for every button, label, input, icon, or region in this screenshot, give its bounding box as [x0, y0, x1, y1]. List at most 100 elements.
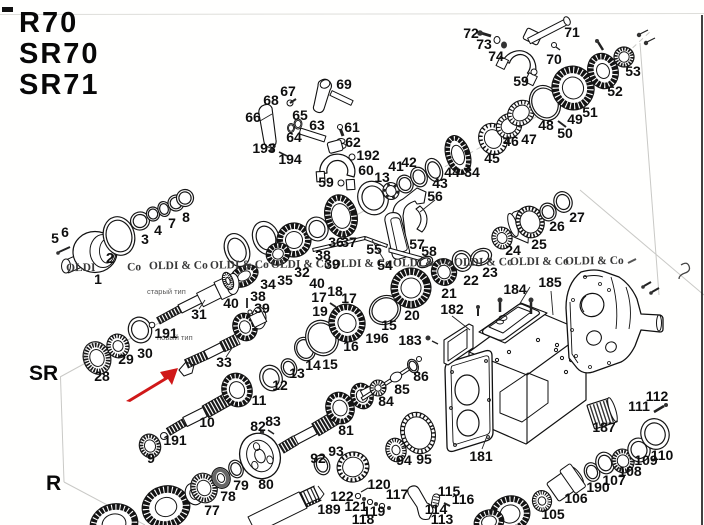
svg-text:118: 118 — [352, 511, 375, 525]
svg-text:19: 19 — [312, 303, 328, 319]
svg-text:4: 4 — [154, 222, 162, 238]
svg-text:42: 42 — [401, 154, 417, 170]
svg-text:OLDI & Co: OLDI & Co — [149, 260, 208, 273]
svg-text:21: 21 — [441, 285, 457, 301]
svg-text:120: 120 — [367, 476, 391, 492]
svg-text:94: 94 — [396, 452, 412, 468]
svg-text:79: 79 — [233, 477, 249, 493]
svg-text:28: 28 — [94, 368, 110, 384]
svg-text:49: 49 — [567, 111, 583, 127]
svg-text:Co: Co — [127, 261, 141, 273]
svg-text:24: 24 — [505, 242, 521, 258]
svg-text:26: 26 — [549, 218, 565, 234]
svg-text:41: 41 — [388, 158, 404, 174]
svg-text:106: 106 — [564, 490, 588, 506]
svg-text:37: 37 — [341, 234, 357, 250]
svg-text:66: 66 — [245, 109, 261, 125]
svg-text:78: 78 — [220, 488, 236, 504]
svg-text:191: 191 — [163, 432, 187, 448]
svg-text:84: 84 — [378, 393, 394, 409]
svg-text:OLDI & Co: OLDI & Co — [510, 256, 569, 269]
svg-text:2: 2 — [106, 250, 114, 267]
svg-text:107: 107 — [602, 472, 626, 488]
svg-text:48: 48 — [538, 117, 554, 133]
svg-text:189: 189 — [317, 501, 341, 517]
svg-text:95: 95 — [416, 451, 432, 467]
svg-text:OLDI & Co: OLDI & Co — [210, 259, 269, 272]
svg-text:62: 62 — [345, 134, 361, 150]
svg-text:36: 36 — [328, 234, 344, 250]
svg-text:122: 122 — [330, 488, 354, 504]
svg-text:OLDI & Co: OLDI & Co — [271, 258, 330, 271]
svg-text:23: 23 — [482, 264, 498, 280]
svg-text:67: 67 — [280, 83, 296, 99]
svg-text:17: 17 — [341, 290, 357, 306]
svg-text:11: 11 — [252, 392, 267, 408]
svg-text:54: 54 — [377, 257, 393, 273]
svg-text:OLDI & Co: OLDI & Co — [393, 257, 452, 270]
svg-text:OLDI & Co: OLDI & Co — [332, 258, 391, 271]
svg-text:86: 86 — [413, 368, 429, 384]
svg-text:190: 190 — [586, 479, 610, 495]
svg-text:новый тип: новый тип — [157, 333, 193, 342]
svg-text:16: 16 — [343, 338, 359, 354]
svg-text:38: 38 — [250, 288, 266, 304]
svg-text:113: 113 — [431, 511, 454, 525]
svg-text:1: 1 — [94, 271, 102, 287]
svg-text:70: 70 — [546, 51, 562, 67]
svg-text:5: 5 — [51, 230, 59, 246]
svg-text:73: 73 — [476, 36, 492, 52]
svg-text:185: 185 — [538, 274, 562, 290]
svg-text:15: 15 — [322, 356, 338, 372]
svg-text:93: 93 — [328, 443, 344, 459]
svg-text:старый тип: старый тип — [147, 287, 186, 296]
svg-text:187: 187 — [592, 419, 616, 435]
svg-text:112: 112 — [646, 388, 669, 404]
svg-text:45: 45 — [484, 150, 500, 166]
svg-text:39: 39 — [324, 256, 340, 272]
svg-text:65: 65 — [292, 107, 308, 123]
svg-text:60: 60 — [358, 162, 374, 178]
svg-text:69: 69 — [336, 76, 352, 92]
svg-text:27: 27 — [569, 209, 585, 225]
svg-text:121: 121 — [344, 498, 368, 514]
svg-text:55: 55 — [366, 241, 382, 257]
svg-text:53: 53 — [625, 63, 641, 79]
svg-text:10: 10 — [199, 414, 215, 430]
svg-text:9: 9 — [147, 450, 155, 466]
svg-text:25: 25 — [531, 236, 547, 252]
svg-text:20: 20 — [404, 307, 420, 323]
svg-text:83: 83 — [265, 413, 281, 429]
svg-text:3: 3 — [141, 231, 149, 247]
svg-text:109: 109 — [634, 452, 658, 468]
svg-text:12: 12 — [272, 377, 288, 393]
svg-text:92: 92 — [310, 450, 326, 466]
svg-text:SR71: SR71 — [19, 69, 100, 101]
svg-text:31: 31 — [191, 306, 207, 322]
svg-text:61: 61 — [344, 119, 360, 135]
svg-text:182: 182 — [440, 301, 464, 317]
svg-text:63: 63 — [309, 117, 325, 133]
svg-text:OLDI & Co: OLDI & Co — [454, 256, 513, 269]
svg-text:68: 68 — [263, 92, 279, 108]
svg-text:39: 39 — [254, 300, 270, 316]
svg-text:17: 17 — [311, 289, 327, 305]
svg-text:82: 82 — [250, 418, 266, 434]
svg-text:58: 58 — [421, 243, 437, 259]
svg-text:SR70: SR70 — [19, 38, 100, 70]
svg-text:77: 77 — [204, 502, 220, 518]
svg-text:6: 6 — [61, 224, 69, 240]
svg-text:81: 81 — [338, 422, 354, 438]
svg-text:40: 40 — [309, 275, 325, 291]
svg-text:46: 46 — [503, 133, 519, 149]
svg-text:192: 192 — [356, 147, 380, 163]
svg-text:18: 18 — [327, 283, 343, 299]
svg-text:191: 191 — [154, 325, 178, 341]
svg-text:117: 117 — [386, 486, 409, 502]
svg-text:7: 7 — [168, 215, 176, 231]
svg-text:32: 32 — [294, 264, 310, 280]
svg-text:15: 15 — [381, 317, 397, 333]
svg-text:34: 34 — [464, 164, 480, 180]
svg-text:R: R — [46, 472, 61, 495]
svg-text:22: 22 — [463, 272, 479, 288]
